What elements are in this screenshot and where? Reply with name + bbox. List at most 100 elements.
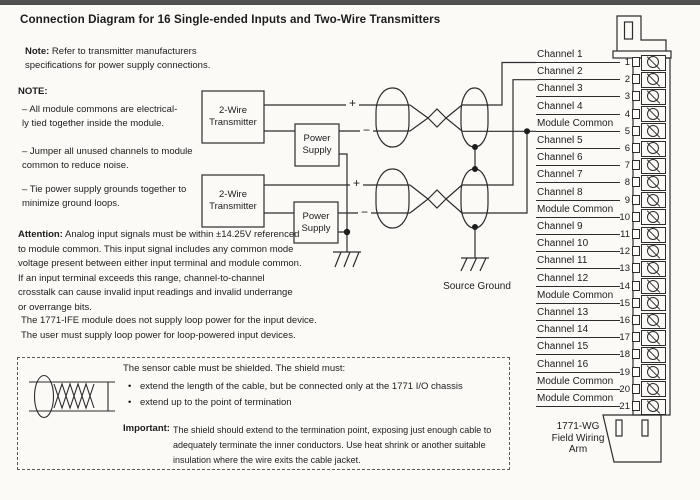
terminal-plate (632, 143, 640, 153)
screw-terminal-icon (641, 398, 666, 415)
page-title: Connection Diagram for 16 Single-ended I… (20, 13, 441, 26)
screw-head-circle (647, 314, 659, 326)
screw-head-circle (647, 210, 659, 223)
screw-head-circle (647, 124, 659, 137)
channel-label: Channel 4 (537, 100, 583, 112)
channel-label: Channel 10 (537, 238, 589, 250)
screw-head-circle (647, 193, 659, 206)
channel-label: Channel 13 (537, 307, 589, 318)
screw-head-circle (647, 279, 659, 292)
screw-terminal-icon (641, 260, 666, 277)
shield-bullet-char-1: • (128, 381, 132, 392)
terminal-plate (632, 280, 640, 291)
terminal-number: 11 (620, 229, 630, 240)
terminal-plate (632, 401, 640, 411)
screw-head-circle (647, 107, 659, 120)
junction-dot-ps-ground (343, 228, 351, 236)
channel-label: Module Common (537, 203, 614, 215)
screw-terminal-icon (641, 243, 666, 260)
screw-terminal-icon (641, 123, 666, 140)
terminal-plate (632, 349, 640, 360)
terminal-plate (632, 74, 640, 85)
channel-label: Module Common (537, 375, 614, 387)
important-label: Important: (123, 423, 170, 434)
terminal-plate (632, 366, 640, 377)
terminal-plate (632, 91, 640, 102)
terminal-number: 16 (619, 315, 630, 326)
screw-head-circle (647, 159, 659, 172)
screw-head-circle (647, 73, 659, 86)
screw-head-circle (647, 365, 659, 378)
screw-terminal-icon (641, 364, 666, 381)
screw-head-circle (647, 296, 659, 309)
shield-bullet-2: extend up to the point of termination (140, 397, 292, 408)
transmitter-note: Note: Refer to transmitter manufacturers… (25, 45, 240, 72)
screw-terminal-icon (641, 174, 666, 191)
terminal-number: 19 (619, 366, 630, 378)
screw-terminal-icon (641, 106, 666, 123)
source-ground-symbol (460, 257, 489, 272)
terminal-plate (632, 211, 640, 222)
screw-terminal-icon (641, 209, 666, 226)
polarity-plus-2: + (350, 177, 363, 190)
terminal-lead-line (536, 268, 620, 270)
screw-head-circle (647, 331, 659, 344)
terminal-plate (632, 383, 640, 394)
screw-terminal-icon (641, 88, 666, 105)
polarity-minus-2: − (358, 206, 371, 219)
note-bullet-grounds: – Tie power supply grounds together to m… (22, 184, 187, 209)
channel-label: Channel 1 (537, 49, 583, 60)
power-supply2-box (293, 201, 339, 244)
terminal-number: 3 (624, 91, 630, 103)
screw-terminal-icon (641, 312, 666, 329)
circuit1-wires (264, 61, 536, 132)
terminal-lead-line (536, 371, 620, 373)
terminal-number: 15 (619, 297, 630, 309)
terminal-number: 1 (624, 57, 630, 68)
screw-head-circle (647, 142, 659, 154)
terminal-number: 9 (624, 194, 630, 206)
cable1-left-shield (375, 87, 410, 148)
channel-label: Channel 16 (537, 358, 589, 370)
terminal-plate (632, 315, 640, 325)
power-supply1-box (294, 123, 340, 167)
screw-head-circle (647, 400, 659, 412)
screw-terminal-icon (641, 71, 666, 88)
terminal-plate (632, 194, 640, 205)
power-supply-ground-symbol (333, 251, 361, 268)
terminal-number: 21 (619, 401, 630, 412)
channel-label: Channel 8 (537, 186, 583, 198)
transmitter1-box (201, 90, 265, 144)
screw-head-circle (647, 382, 659, 395)
terminal-block-keying-tab (616, 15, 667, 51)
terminal-plate (632, 125, 640, 136)
shield-bullet-1: extend the length of the cable, but be c… (140, 381, 463, 392)
shield-bullet-char-2: • (128, 397, 132, 408)
screw-head-circle (647, 90, 659, 103)
cable-end-cap (33, 374, 55, 419)
screw-terminal-icon (641, 329, 666, 346)
terminal-lead-line (536, 216, 620, 218)
screw-terminal-icon (641, 192, 666, 209)
note-bullet-jumper: – Jumper all unused channels to module c… (22, 146, 193, 171)
terminal-plate (632, 108, 640, 119)
terminal-number: 17 (619, 332, 630, 344)
terminal-lead-line (536, 233, 620, 236)
terminal-lead-line (536, 61, 620, 64)
screw-head-circle (647, 228, 659, 240)
channel-label: Module Common (537, 117, 614, 129)
terminal-lead-line (536, 147, 620, 150)
terminal-lead-line (536, 251, 620, 253)
polarity-plus-1: + (346, 97, 359, 110)
terminal-plate (632, 229, 640, 239)
cable-braid (53, 382, 95, 410)
source-ground-label: Source Ground (443, 281, 511, 292)
screw-terminal-icon (641, 346, 666, 363)
screw-head-circle (647, 176, 659, 189)
channel-label: Channel 12 (537, 272, 589, 284)
terminal-lead-line (536, 354, 620, 356)
terminal-lead-line (536, 165, 620, 167)
cable-wire-lines (29, 381, 115, 412)
wiring-arm-outline (602, 414, 662, 463)
